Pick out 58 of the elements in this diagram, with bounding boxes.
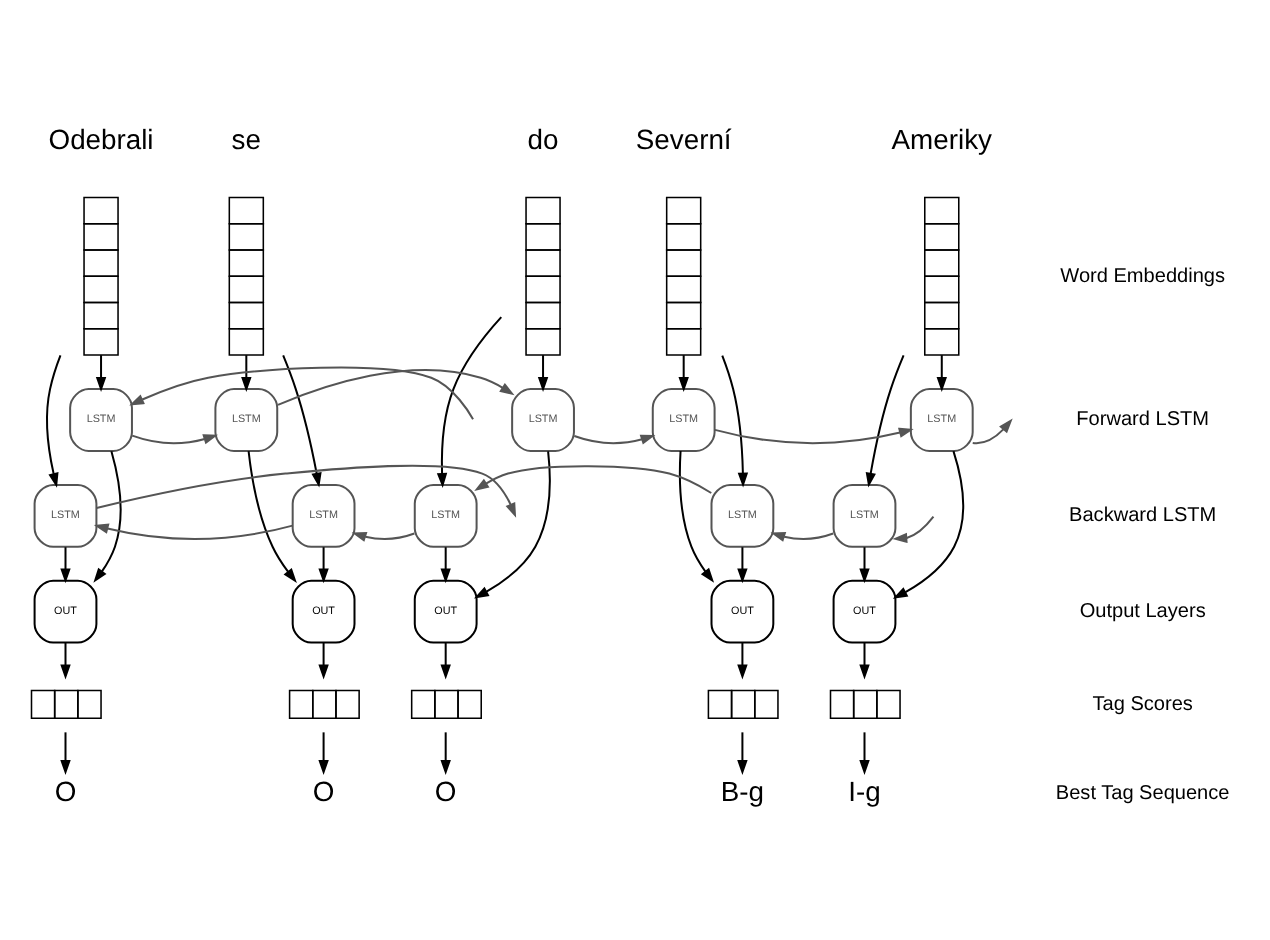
arrow: [440, 642, 451, 679]
arrow: [60, 546, 71, 583]
arrow: [96, 463, 517, 517]
arrow: [936, 354, 947, 391]
arrow: [241, 354, 252, 391]
arrow: [129, 365, 474, 419]
label: Severní: [635, 121, 732, 154]
arrow: [93, 522, 293, 539]
arrow: [865, 353, 905, 487]
arrow: [737, 731, 748, 774]
label: Tag Scores: [1092, 692, 1193, 715]
arrow: [474, 464, 712, 493]
label: Odebrali: [48, 121, 154, 154]
arrow: [737, 546, 748, 583]
arrow: [60, 642, 71, 679]
label: Ameriky: [891, 121, 992, 154]
node-text: O: [434, 773, 457, 806]
arrow: [318, 642, 329, 679]
arrow: [574, 433, 656, 444]
node-text: B-g: [720, 773, 765, 806]
arrow: [93, 449, 122, 582]
arrow: [770, 530, 834, 541]
arrow: [473, 450, 551, 598]
arrow: [737, 642, 748, 679]
arrow: [892, 515, 935, 543]
label: do: [527, 121, 559, 154]
label: Best Tag Sequence: [1055, 782, 1230, 805]
arrow: [247, 450, 297, 582]
arrow: [678, 449, 715, 582]
label: Word Embeddings: [1060, 264, 1226, 287]
arrow: [859, 546, 870, 583]
arrow: [318, 546, 329, 583]
node-text: I-g: [848, 773, 881, 806]
node-text: O: [54, 773, 77, 806]
label: Forward LSTM: [1076, 408, 1210, 431]
arrow: [46, 354, 62, 487]
arrow: [892, 449, 965, 598]
arrow: [436, 315, 502, 487]
arrow: [277, 368, 515, 405]
arrow: [678, 354, 689, 391]
node-text: O: [312, 773, 335, 806]
arrow: [318, 731, 329, 774]
arrow: [859, 731, 870, 774]
arrow: [60, 731, 71, 774]
arrow: [95, 354, 107, 391]
arrow: [131, 433, 219, 444]
arrow: [972, 417, 1013, 444]
arrow: [859, 642, 870, 679]
arrow: [440, 731, 451, 774]
label: se: [231, 121, 261, 154]
arrow: [440, 546, 451, 583]
arrow: [282, 354, 322, 487]
label: Output Layers: [1079, 599, 1206, 622]
arrow: [721, 354, 749, 487]
arrow: [351, 530, 415, 541]
arrow: [537, 354, 549, 391]
label: Backward LSTM: [1069, 504, 1217, 527]
arrow: [714, 426, 914, 444]
